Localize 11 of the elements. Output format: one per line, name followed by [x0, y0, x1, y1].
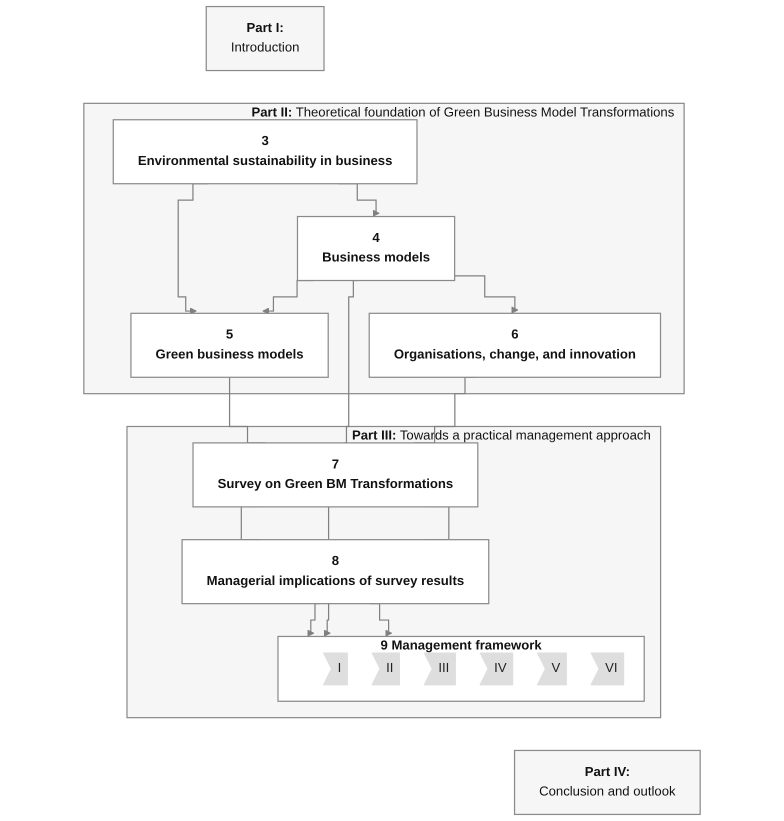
arrow	[324, 603, 331, 637]
node-box: 6 Organisations, change, and innovation	[368, 312, 662, 378]
node-box: Part IV: Conclusion and outlook	[514, 750, 701, 816]
node-box: 7 Survey on Green BM Transformations	[192, 442, 478, 508]
connector	[328, 506, 330, 540]
arrow	[454, 275, 518, 314]
node-box: 4 Business models	[296, 216, 456, 282]
node-box: 5 Green business models	[130, 312, 329, 378]
node-box: 3 Environmental sustainability in business	[112, 119, 418, 184]
node-box: 8 Managerial implications of survey results	[181, 539, 490, 604]
node-box: Part I: Introduction	[206, 6, 325, 72]
